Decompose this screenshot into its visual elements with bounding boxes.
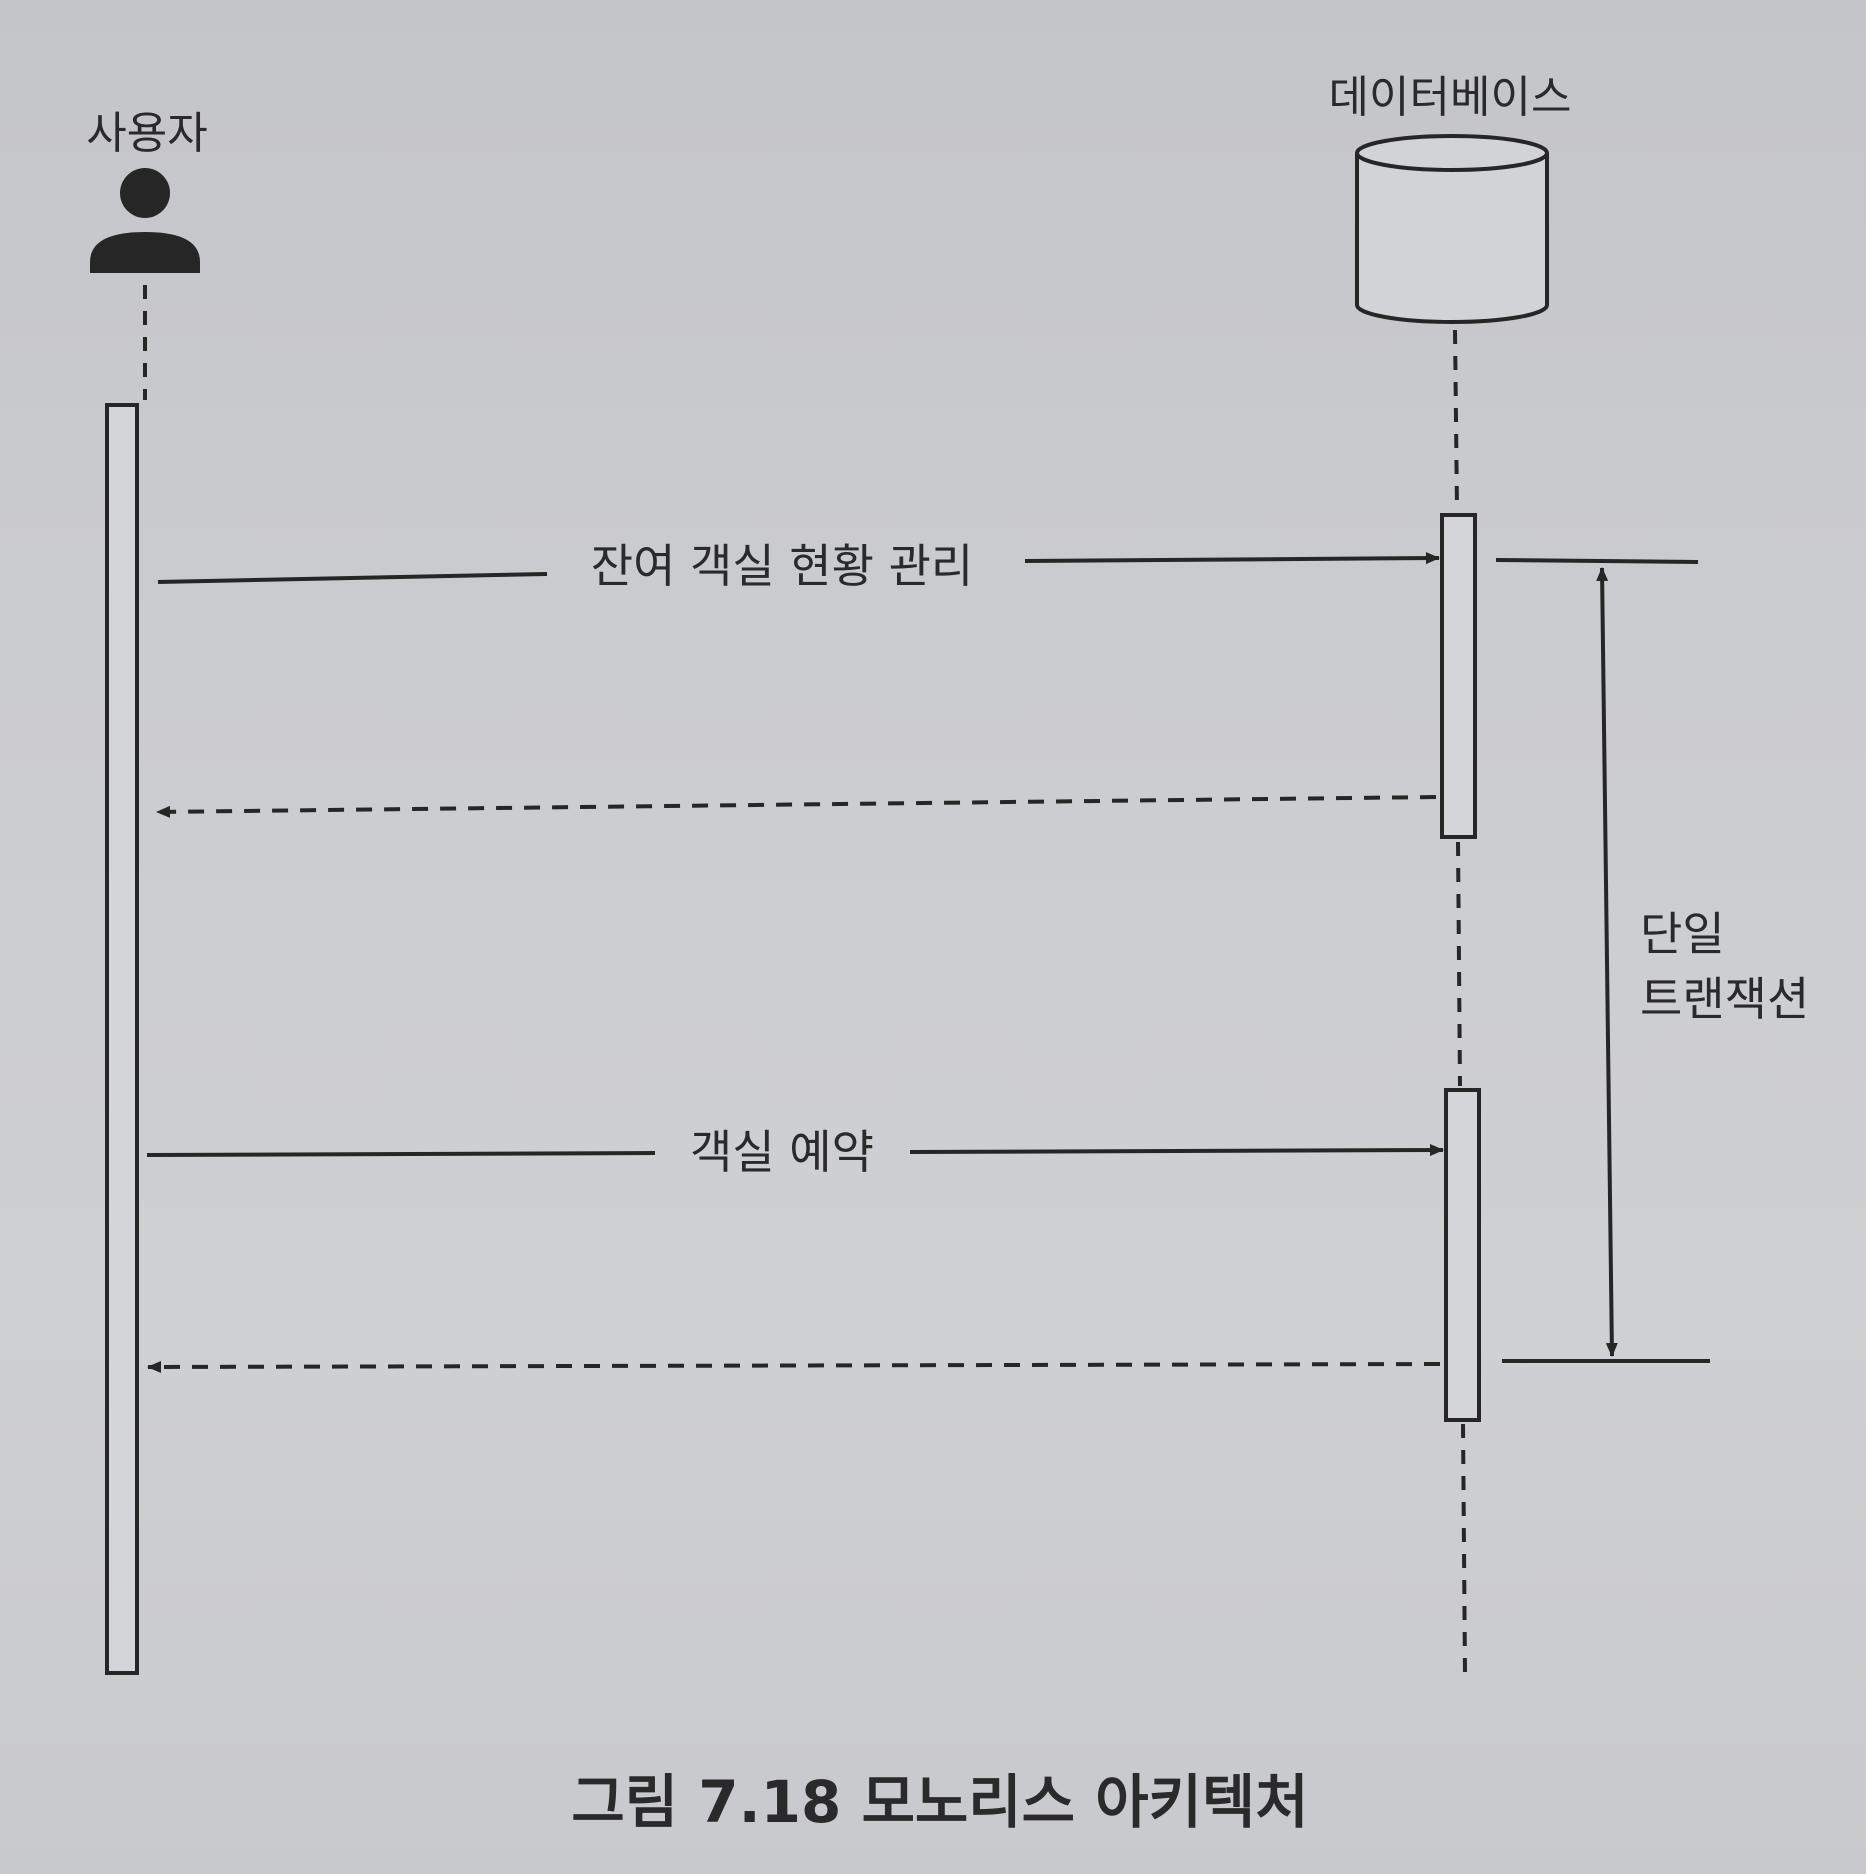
transaction-span-arrow bbox=[1596, 567, 1618, 1357]
transaction-top-line bbox=[1495, 558, 1699, 564]
database-lifeline-top bbox=[1453, 329, 1459, 511]
message-3-label: 객실 예약 bbox=[690, 1125, 874, 1179]
transaction-label-line2: 트랜잭션 bbox=[1640, 972, 1809, 1026]
database-lifeline-bottom bbox=[1461, 1423, 1467, 1676]
database-icon bbox=[1355, 134, 1549, 324]
database-lifeline-middle bbox=[1456, 841, 1462, 1087]
message-3-arrow bbox=[146, 1144, 1444, 1157]
user-icon bbox=[90, 168, 200, 273]
message-4-return-arrow bbox=[147, 1360, 1441, 1373]
user-activation-bar bbox=[105, 403, 139, 1675]
message-1-label: 잔여 객실 현황 관리 bbox=[591, 539, 973, 593]
message-2-return-arrow bbox=[156, 795, 1437, 818]
database-activation-bar-2 bbox=[1444, 1088, 1481, 1422]
user-label: 사용자 bbox=[86, 108, 207, 159]
figure-caption: 그림 7.18 모노리스 아키텍처 bbox=[571, 1768, 1308, 1836]
database-activation-bar-1 bbox=[1440, 513, 1477, 839]
transaction-label-line1: 단일 bbox=[1640, 907, 1725, 961]
database-label: 데이터베이스 bbox=[1329, 72, 1572, 123]
message-1-arrow bbox=[157, 552, 1440, 584]
